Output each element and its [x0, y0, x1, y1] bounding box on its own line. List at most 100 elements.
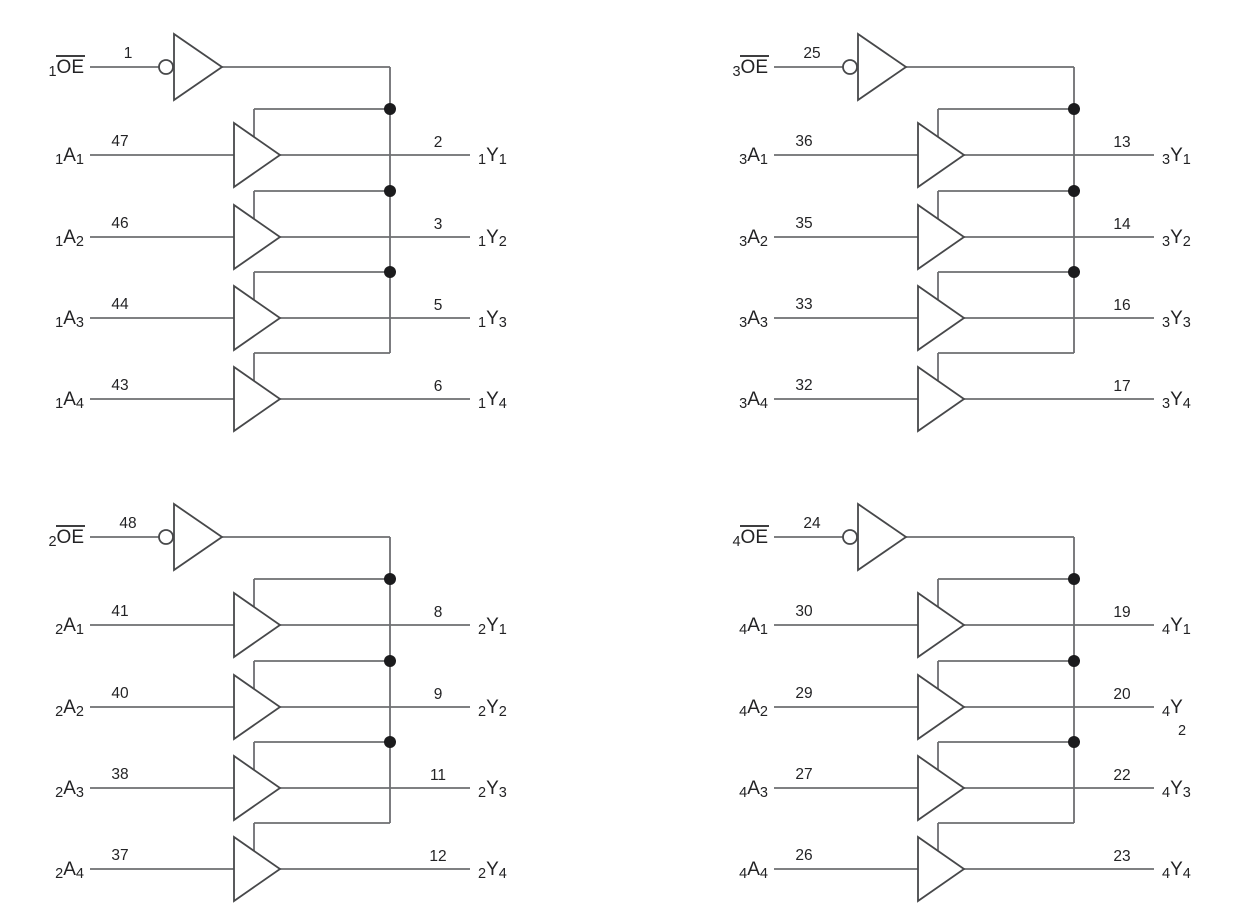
signal-prefix: 3: [1162, 152, 1170, 168]
signal-index: 4: [1183, 866, 1191, 882]
signal-index: 3: [760, 785, 768, 801]
output-label: 1Y1: [478, 145, 507, 168]
signal-index: 3: [499, 315, 507, 331]
output-label: 3Y4: [1162, 389, 1191, 412]
pin-label: 48: [119, 515, 136, 532]
input-pin-number: 33: [795, 296, 812, 313]
output-label: 1Y4: [478, 389, 507, 412]
signal-letter: A: [747, 145, 760, 166]
signal-prefix: 3: [739, 396, 747, 412]
signal-letter: Y: [1170, 697, 1183, 718]
input-label: 2A1: [55, 615, 84, 638]
buffer-triangle-icon: [233, 365, 282, 433]
signal-prefix: 3: [1162, 396, 1170, 412]
pin-label: 32: [795, 377, 812, 394]
signal-letters: OE: [741, 527, 768, 548]
output-pin-number: 23: [1113, 848, 1130, 865]
signal-index: 2: [1183, 234, 1191, 250]
output-label: 3Y1: [1162, 145, 1191, 168]
output-pin-number: 12: [429, 848, 446, 865]
signal-letters: OE: [57, 57, 84, 78]
oe-label: 1OE: [48, 57, 84, 80]
signal-prefix: 1: [55, 315, 63, 331]
pin-label: 26: [795, 847, 812, 864]
output-label: 2Y4: [478, 859, 507, 882]
signal-index: 3: [1183, 315, 1191, 331]
signal-letter: Y: [486, 778, 499, 799]
signal-index: 1: [76, 622, 84, 638]
oe-label: 2OE: [48, 527, 84, 550]
input-label: 4A1: [739, 615, 768, 638]
pin-label: 27: [795, 766, 812, 783]
output-label: 3Y3: [1162, 308, 1191, 331]
signal-prefix: 3: [1162, 234, 1170, 250]
pin-label: 47: [111, 133, 128, 150]
buffer-triangle-icon: [233, 673, 282, 741]
input-pin-number: 40: [111, 685, 129, 702]
signal-prefix: 4: [1162, 866, 1170, 882]
input-label: 2A4: [55, 859, 84, 882]
signal-letter: Y: [1170, 778, 1183, 799]
input-label: 2A3: [55, 778, 84, 801]
signal-index: 4: [760, 866, 768, 882]
signal-letter: A: [747, 308, 760, 329]
oe-label: 4OE: [732, 527, 768, 550]
signal-index: 4: [76, 866, 84, 882]
pin-label: 2: [434, 134, 443, 151]
output-pin-number: 17: [1113, 378, 1130, 395]
signal-letters: OE: [741, 57, 768, 78]
signal-prefix: 2: [478, 866, 486, 882]
signal-index: 3: [76, 315, 84, 331]
signal-prefix: 2: [478, 704, 486, 720]
input-label: 4A2: [739, 697, 768, 720]
input-label: 4A4: [739, 859, 768, 882]
pin-label: 37: [111, 847, 128, 864]
signal-prefix: 4: [739, 785, 747, 801]
pin-label: 5: [434, 297, 443, 314]
output-label: 4Y1: [1162, 615, 1191, 638]
oe-buffer-triangle-icon: [173, 32, 224, 102]
oe-pin-number: 48: [119, 515, 136, 532]
signal-index: 4: [499, 866, 507, 882]
pin-label: 12: [429, 848, 446, 865]
signal-letter: A: [747, 615, 760, 636]
signal-prefix: 3: [739, 315, 747, 331]
input-pin-number: 41: [111, 603, 128, 620]
pin-label: 9: [434, 686, 443, 703]
signal-letter: Y: [486, 227, 499, 248]
junction-dot: [384, 655, 396, 667]
signal-prefix: 4: [739, 866, 747, 882]
signal-prefix: 4: [1162, 785, 1170, 801]
junction-dot: [1068, 655, 1080, 667]
signal-index: 2: [499, 234, 507, 250]
signal-index: 4: [760, 396, 768, 412]
pin-label: 38: [111, 766, 128, 783]
output-label: 2Y2: [478, 697, 507, 720]
junction-dot: [1068, 266, 1080, 278]
signal-letter: Y: [486, 697, 499, 718]
input-label: 4A3: [739, 778, 768, 801]
output-label: 2Y1: [478, 615, 507, 638]
signal-prefix: 3: [732, 64, 740, 80]
output-pin-number: 6: [434, 378, 443, 395]
input-label: 3A3: [739, 308, 768, 331]
signal-index: 3: [76, 785, 84, 801]
signal-letter: Y: [486, 308, 499, 329]
input-label: 3A1: [739, 145, 768, 168]
pin-label: 35: [795, 215, 812, 232]
pin-label: 46: [111, 215, 128, 232]
input-pin-number: 46: [111, 215, 128, 232]
signal-letter: A: [747, 778, 760, 799]
junction-dot: [384, 736, 396, 748]
pin-label: 41: [111, 603, 128, 620]
input-label: 3A4: [739, 389, 768, 412]
input-label: 1A4: [55, 389, 84, 412]
output-pin-number: 11: [430, 767, 446, 784]
signal-letter: A: [63, 697, 76, 718]
input-label: 1A3: [55, 308, 84, 331]
output-label: 1Y3: [478, 308, 507, 331]
output-pin-number: 20: [1113, 686, 1131, 703]
